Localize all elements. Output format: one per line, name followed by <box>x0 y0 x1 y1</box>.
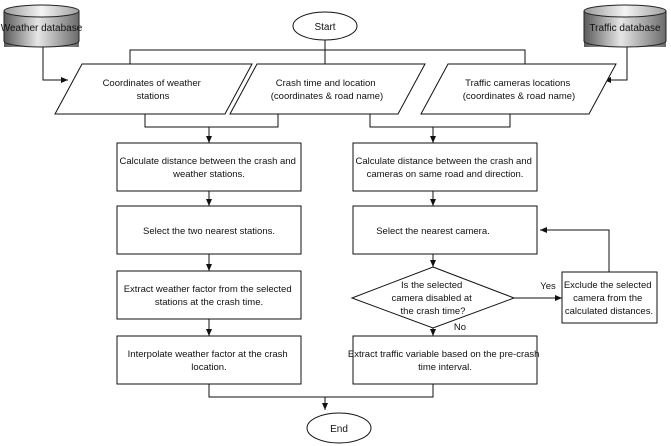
yes-label: Yes <box>540 281 556 292</box>
end-terminal: End <box>306 412 372 444</box>
distance-cameras-line-1: Calculate distance between the crash and <box>355 156 531 167</box>
weather-database: Weather database <box>1 4 83 48</box>
input-traffic-cameras: Traffic cameras locations (coordinates &… <box>420 63 617 115</box>
weather-stations-line-2: stations <box>137 91 170 102</box>
step-select-camera: Select the nearest camera. <box>352 205 538 255</box>
extract-weather-line-2: stations at the crash time. <box>155 297 263 308</box>
step-distance-cameras: Calculate distance between the crash and… <box>352 142 538 192</box>
decision-camera-disabled: Is the selected camera disabled at the c… <box>350 266 516 329</box>
decision-line-1: Is the selected <box>401 280 462 291</box>
traffic-db-to-input-arrow <box>604 47 628 83</box>
no-label: No <box>454 322 466 333</box>
decision-line-3: the crash time? <box>401 306 466 317</box>
start-terminal: Start <box>292 11 358 41</box>
weather-input-down-arrow <box>144 114 212 143</box>
svg-text:Is the selected camera d: Is the selected camera disabled at the c… <box>392 280 475 317</box>
end-label: End <box>330 424 348 435</box>
svg-text:Crash time and location: Crash time and location (coordinates & r… <box>271 78 383 102</box>
cameras-input-line-2: (coordinates & road name) <box>463 91 575 102</box>
step-exclude-camera: Exclude the selected camera from the cal… <box>561 271 658 324</box>
step-extract-weather: Extract weather factor from the selected… <box>116 270 302 320</box>
svg-text:Exclude the selected cam: Exclude the selected camera from the cal… <box>564 280 654 317</box>
input-split-line <box>129 49 526 64</box>
distance-cameras-line-2: cameras on same road and direction. <box>367 169 524 180</box>
distance-stations-line-1: Calculate distance between the crash and <box>119 156 295 167</box>
connectors <box>42 40 628 410</box>
exclude-line-2: camera from the <box>573 293 642 304</box>
interpolate-line-1: Interpolate weather factor at the crash <box>128 349 288 360</box>
camera-input-join <box>433 114 511 128</box>
svg-text:Extract traffic variable based: Extract traffic variable based on the pr… <box>348 349 542 373</box>
weather-database-label: Weather database <box>1 23 83 34</box>
interpolate-line-2: location. <box>191 362 226 373</box>
extract-weather-line-1: Extract weather factor from the selected <box>124 284 292 295</box>
svg-text:Select the nearest camera.: Select the nearest camera. <box>376 226 490 237</box>
input-weather-stations: Coordinates of weather stations <box>54 63 253 115</box>
step-interpolate: Interpolate weather factor at the crash … <box>116 335 302 385</box>
extract-traffic-line-1: Extract traffic variable based on the pr… <box>348 349 540 360</box>
exclude-line-3: calculated distances. <box>565 306 653 317</box>
svg-text:Interpolate weather factor at: Interpolate weather factor at the crash … <box>128 349 291 373</box>
step-select-stations: Select the two nearest stations. <box>116 205 302 255</box>
svg-text:Coordinates of weather s: Coordinates of weather stations <box>103 78 204 102</box>
crash-input-line-1: Crash time and location <box>276 78 376 89</box>
crash-input-right-arrow <box>369 114 436 143</box>
decision-line-2: camera disabled at <box>392 293 473 304</box>
input-crash: Crash time and location (coordinates & r… <box>229 63 426 115</box>
svg-text:Extract weather factor from th: Extract weather factor from the selected… <box>124 284 295 308</box>
distance-stations-line-2: weather stations. <box>172 169 245 180</box>
step-extract-traffic: Extract traffic variable based on the pr… <box>348 335 542 385</box>
svg-text:Calculate distance between the: Calculate distance between the crash and… <box>355 156 534 180</box>
svg-text:Traffic cameras locations: Traffic cameras locations (coordinates &… <box>463 78 575 102</box>
select-stations-line-1: Select the two nearest stations. <box>143 226 275 237</box>
cameras-input-line-1: Traffic cameras locations <box>465 78 570 89</box>
start-label: Start <box>314 22 335 33</box>
traffic-database-label: Traffic database <box>589 23 661 34</box>
crash-input-line-2: (coordinates & road name) <box>271 91 383 102</box>
extract-traffic-line-2: time interval. <box>418 362 472 373</box>
svg-text:Select the two nearest station: Select the two nearest stations. <box>143 226 275 237</box>
merge-line <box>208 384 434 398</box>
traffic-database: Traffic database <box>583 4 667 48</box>
step-distance-stations: Calculate distance between the crash and… <box>116 142 302 192</box>
exclude-line-1: Exclude the selected <box>564 280 652 291</box>
select-camera-line-1: Select the nearest camera. <box>376 226 490 237</box>
weather-db-to-input-arrow <box>42 47 68 83</box>
loop-back-arrow <box>540 227 610 272</box>
crash-input-left-join <box>209 114 279 128</box>
weather-stations-line-1: Coordinates of weather <box>103 78 201 89</box>
svg-text:Calculate distance between the: Calculate distance between the crash and… <box>119 156 298 180</box>
